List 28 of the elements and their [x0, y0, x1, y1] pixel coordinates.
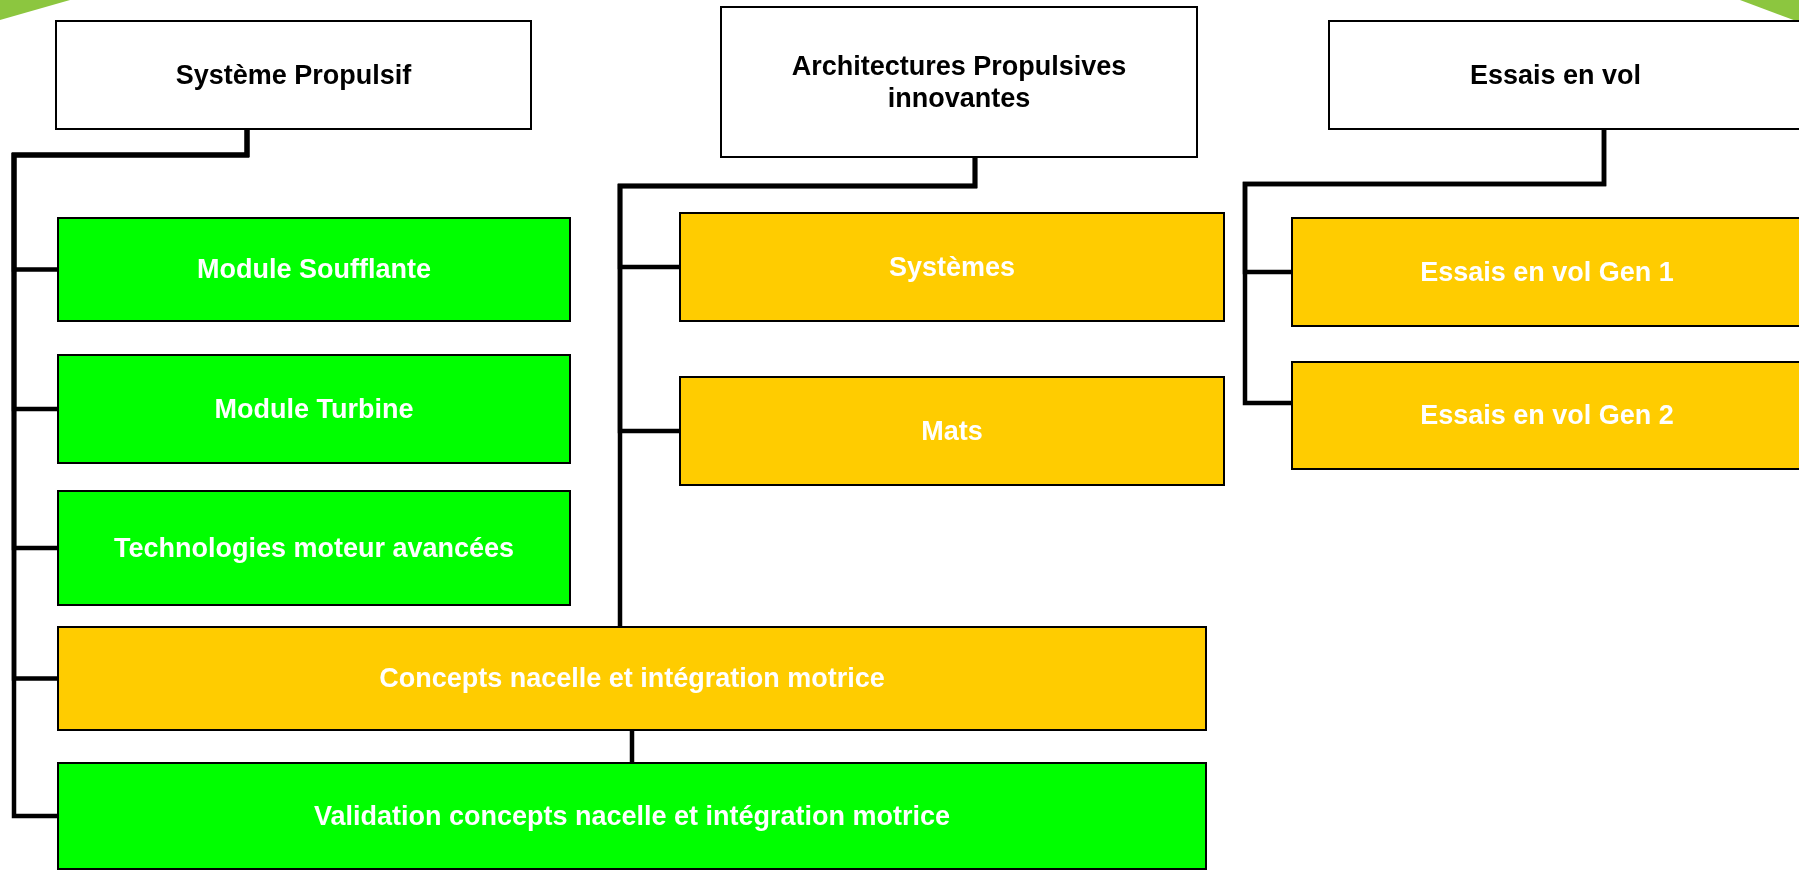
- box-label: Technologies moteur avancées: [113, 531, 515, 565]
- task-box: [57, 490, 571, 606]
- category-box: [1328, 20, 1799, 130]
- connector-line: [629, 731, 635, 762]
- connector-line: [1242, 130, 1607, 406]
- task-box: [57, 762, 1207, 870]
- task-box: [57, 626, 1207, 731]
- task-box: [1291, 361, 1799, 470]
- task-box: [1291, 217, 1799, 327]
- box-label: Module Turbine: [214, 392, 414, 426]
- box-label: Système Propulsif: [175, 58, 412, 92]
- task-box: [679, 376, 1225, 486]
- box-label: Validation concepts nacelle et intégration motrice: [313, 799, 951, 833]
- box-label: Essais en vol Gen 1: [1420, 255, 1674, 289]
- box-label: Architectures Propulsives innovantes: [790, 49, 1128, 115]
- task-box: [679, 212, 1225, 322]
- box-label: Concepts nacelle et intégration motrice: [379, 662, 885, 695]
- box-label: Module Soufflante: [197, 253, 431, 286]
- task-box: [57, 217, 571, 322]
- category-box: [55, 20, 532, 130]
- box-label: Mats: [921, 414, 983, 448]
- box-label: Essais en vol: [1469, 58, 1642, 92]
- task-box: [57, 354, 571, 464]
- connector-line: [617, 158, 978, 626]
- connector-line: [11, 130, 250, 819]
- box-label: Essais en vol Gen 2: [1420, 399, 1674, 432]
- category-box: [720, 6, 1198, 158]
- box-label: Systèmes: [888, 250, 1016, 284]
